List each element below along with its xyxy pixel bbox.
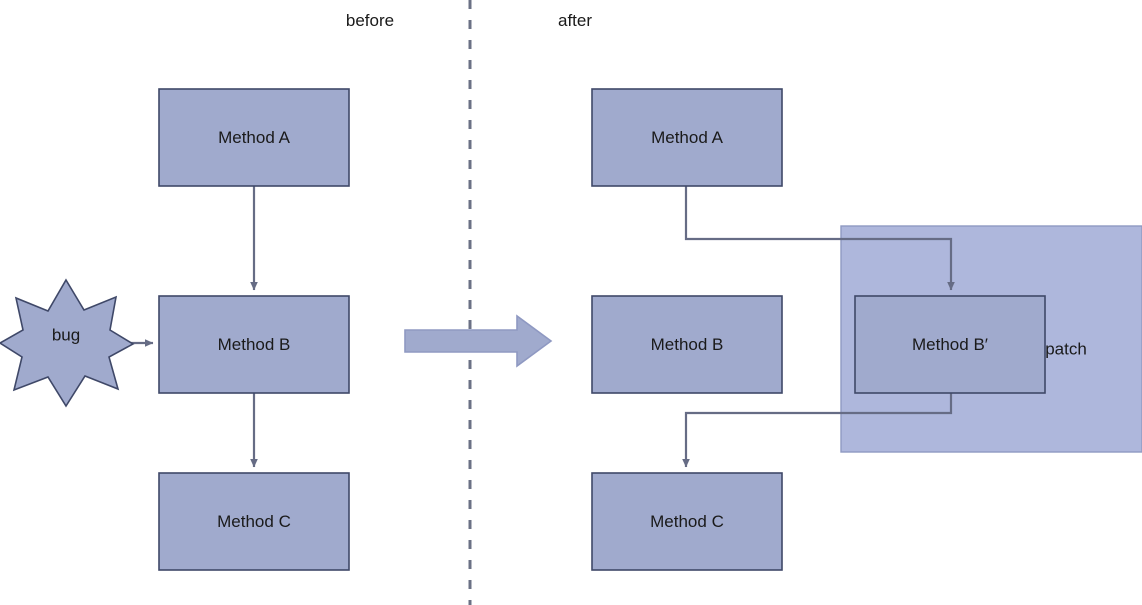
column-label-before: before	[346, 11, 394, 30]
node-box	[854, 295, 1046, 394]
node-after-method-a[interactable]: Method A	[591, 88, 783, 187]
column-label-after: after	[558, 11, 592, 30]
node-after-method-c[interactable]: Method C	[591, 472, 783, 571]
node-box	[591, 295, 783, 394]
edge-after-a-to-method-b-prime	[684, 186, 955, 291]
node-label: Method B	[651, 335, 724, 354]
node-label: Method C	[217, 512, 291, 531]
node-label: Method A	[218, 128, 290, 147]
patch-label: patch	[1045, 339, 1087, 358]
before-to-after-arrow	[404, 314, 553, 368]
node-before-method-b[interactable]: Method B	[158, 295, 350, 394]
node-label: Method B′	[912, 335, 988, 354]
node-label: Method A	[651, 128, 723, 147]
node-box	[158, 472, 350, 571]
edge-after-method-b-prime-to-c	[682, 393, 953, 468]
node-label: Method C	[650, 512, 724, 531]
node-before-method-c[interactable]: Method C	[158, 472, 350, 571]
node-before-method-a[interactable]: Method A	[158, 88, 350, 187]
node-box	[158, 295, 350, 394]
bug-label: bug	[52, 325, 80, 344]
bug-burst-shape	[0, 278, 135, 408]
node-label: Method B	[218, 335, 291, 354]
node-box	[591, 88, 783, 187]
node-box	[591, 472, 783, 571]
node-box	[158, 88, 350, 187]
node-after-method-b[interactable]: Method B	[591, 295, 783, 394]
node-after-method-b-prime[interactable]: Method B′	[854, 295, 1046, 394]
